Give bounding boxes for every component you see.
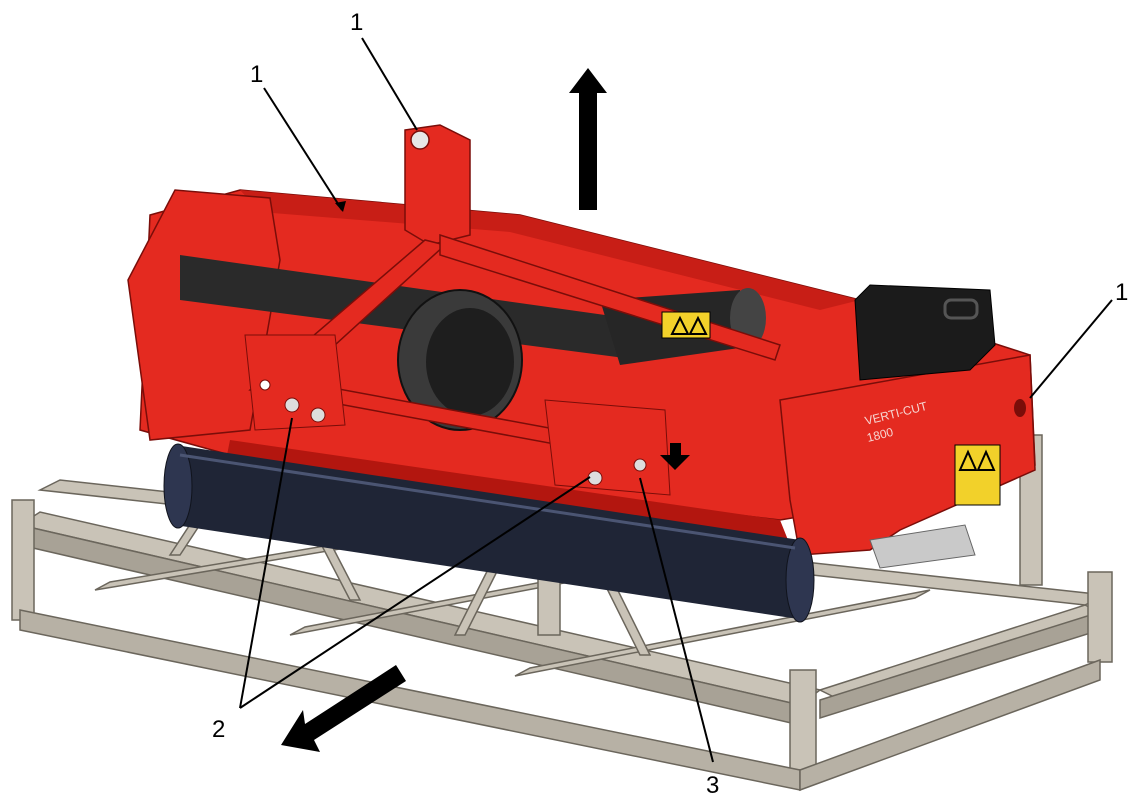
hitch-pin [410, 130, 430, 150]
model-decal-line2: 1800 [865, 425, 895, 445]
roller-body [175, 445, 805, 620]
leader-line-1a [361, 37, 418, 131]
frame-skid-right [799, 658, 1101, 792]
drive-tube [180, 255, 766, 431]
plate-hole [633, 458, 647, 472]
leader-line-1b [263, 87, 343, 211]
warning-triangle-icon [688, 315, 708, 335]
leader-line-2a [239, 417, 293, 709]
callout-1-right: 1 [1115, 279, 1128, 306]
frame-skid [19, 609, 801, 791]
warning-decals [661, 311, 1001, 506]
lift-direction-arrow [569, 68, 607, 210]
tank-handle [943, 298, 979, 320]
leader-line-1c [1029, 299, 1113, 399]
skid-shoe [869, 524, 976, 569]
arrow-down-left-icon [281, 665, 406, 752]
warning-triangle-icon [670, 315, 690, 335]
tank-body [854, 284, 996, 381]
machine-hood-top [240, 190, 860, 310]
warning-decal-side [954, 444, 1001, 506]
drive-tube-body [180, 255, 640, 360]
plate-hole [259, 379, 271, 391]
callout-1-left: 1 [250, 61, 263, 88]
arrow-down-icon [660, 443, 690, 470]
mount-plates [244, 334, 671, 496]
warning-triangle-icon [976, 449, 996, 471]
drive-hood-inner [426, 308, 514, 416]
frame-post-front-left [11, 499, 35, 621]
plate-hole [284, 397, 300, 413]
down-arrow [660, 443, 690, 470]
plate-hole [310, 407, 326, 423]
callout-3: 3 [706, 772, 719, 799]
roller-end-right [785, 537, 815, 623]
callout-1-top: 1 [350, 9, 363, 36]
leader-lines [239, 37, 1113, 763]
hitch-tower-post [404, 124, 471, 246]
leader-arrowhead [335, 201, 346, 212]
warning-triangle-icon [958, 449, 978, 471]
leader-line-3 [639, 477, 714, 763]
mount-plate-left [244, 334, 346, 431]
frame-cross-3 [514, 589, 931, 677]
frame-post-front-mid [789, 669, 817, 771]
frame-post-back-right [1087, 571, 1113, 663]
lifting-eye-right [1014, 399, 1026, 417]
arrow-up-icon [569, 68, 607, 210]
frame-rail-right-lower [819, 610, 1101, 720]
mount-plate-right [544, 399, 671, 496]
callout-2: 2 [212, 716, 225, 743]
tank [854, 284, 996, 381]
move-direction-arrow [281, 665, 406, 752]
leader-line-2b [239, 476, 591, 709]
left-end-housing [127, 189, 281, 441]
roller-end-left [163, 443, 193, 529]
